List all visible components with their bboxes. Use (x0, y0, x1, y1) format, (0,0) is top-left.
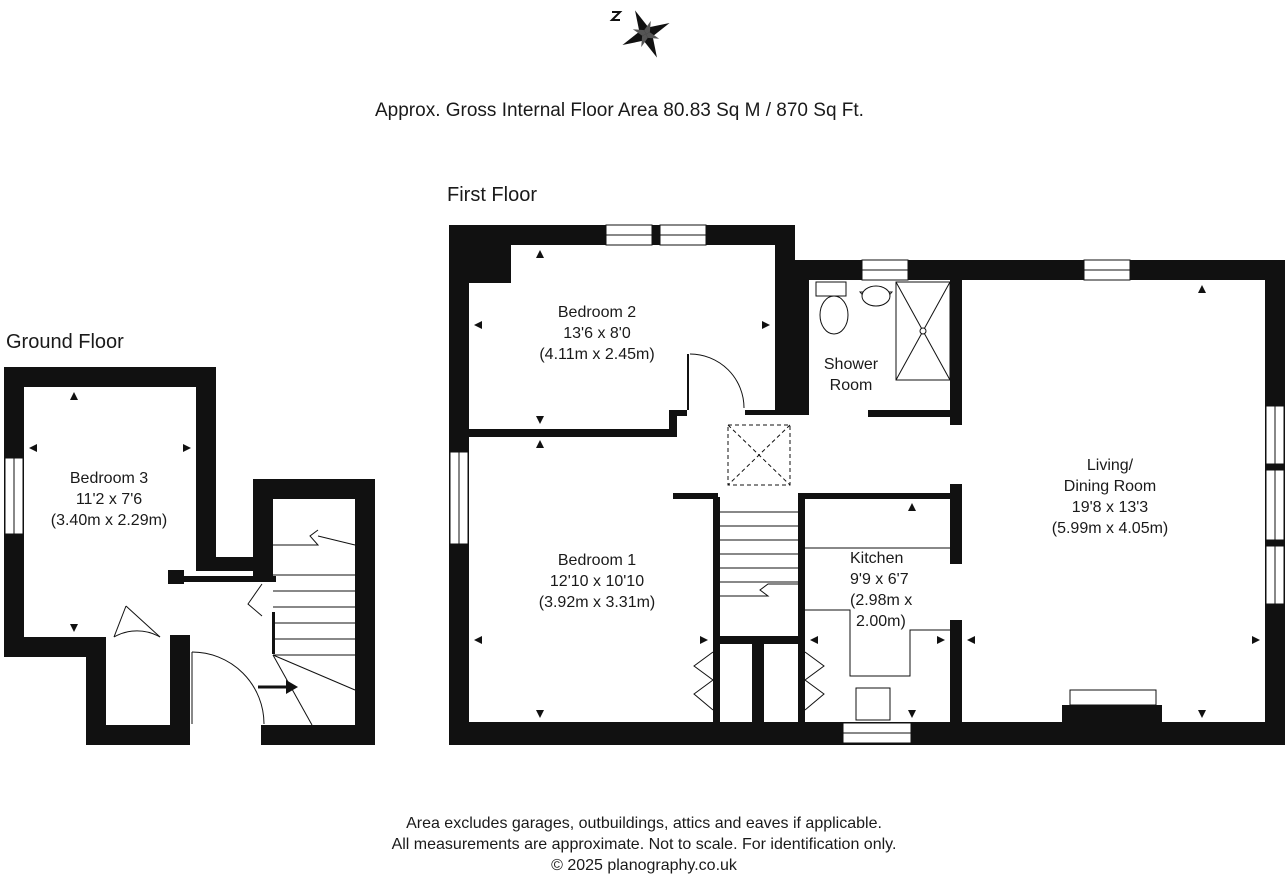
room-label-bedroom-3: Bedroom 3 11'2 x 7'6 (3.40m x 2.29m) (51, 468, 167, 531)
room-name: Bedroom 3 (69, 470, 149, 487)
room-dimensions-metric: (5.99m x 4.05m) (1051, 520, 1169, 537)
footer-disclaimer-2: All measurements are approximate. Not to… (391, 836, 897, 853)
ground-floor-label: Ground Floor (6, 331, 124, 353)
room-name: Bedroom 1 (557, 552, 637, 569)
room-label-living-dining: Living/ Dining Room 19'8 x 13'3 (5.99m x… (1052, 455, 1168, 539)
room-dimensions-metric-line-1: (2.98m x (850, 592, 913, 609)
room-dimensions-metric: (3.92m x 3.31m) (538, 594, 656, 611)
room-name: Bedroom 2 (557, 304, 637, 321)
ground-floor-plan (4, 367, 375, 745)
room-name-line-2: Room (829, 377, 873, 394)
first-floor-label: First Floor (447, 184, 537, 206)
footer-disclaimer-1: Area excludes garages, outbuildings, att… (406, 815, 882, 832)
room-dimensions-imperial: 9'9 x 6'7 (850, 571, 909, 588)
room-label-kitchen: Kitchen 9'9 x 6'7 (2.98m x 2.00m) (850, 548, 912, 632)
room-dimensions-imperial: 11'2 x 7'6 (75, 491, 143, 508)
compass-rose-icon (609, 10, 670, 58)
room-dimensions-metric: (4.11m x 2.45m) (539, 346, 655, 363)
room-label-bedroom-1: Bedroom 1 12'10 x 10'10 (3.92m x 3.31m) (539, 550, 655, 613)
room-dimensions-metric-line-2: 2.00m) (856, 613, 906, 630)
room-dimensions-metric: (3.40m x 2.29m) (50, 512, 168, 529)
room-label-shower-room: Shower Room (824, 354, 878, 396)
room-name-line-2: Dining Room (1063, 478, 1157, 495)
footer-copyright: © 2025 planography.co.uk (551, 857, 737, 874)
first-floor-plan (449, 224, 1285, 745)
floor-area-heading: Approx. Gross Internal Floor Area 80.83 … (375, 100, 864, 121)
room-dimensions-imperial: 19'8 x 13'3 (1071, 499, 1149, 516)
room-name-line-1: Living/ (1086, 457, 1134, 474)
room-dimensions-imperial: 13'6 x 8'0 (563, 325, 631, 342)
room-name: Kitchen (850, 550, 904, 567)
room-dimensions-imperial: 12'10 x 10'10 (549, 573, 645, 590)
room-label-bedroom-2: Bedroom 2 13'6 x 8'0 (4.11m x 2.45m) (539, 302, 654, 365)
room-name-line-1: Shower (823, 356, 879, 373)
